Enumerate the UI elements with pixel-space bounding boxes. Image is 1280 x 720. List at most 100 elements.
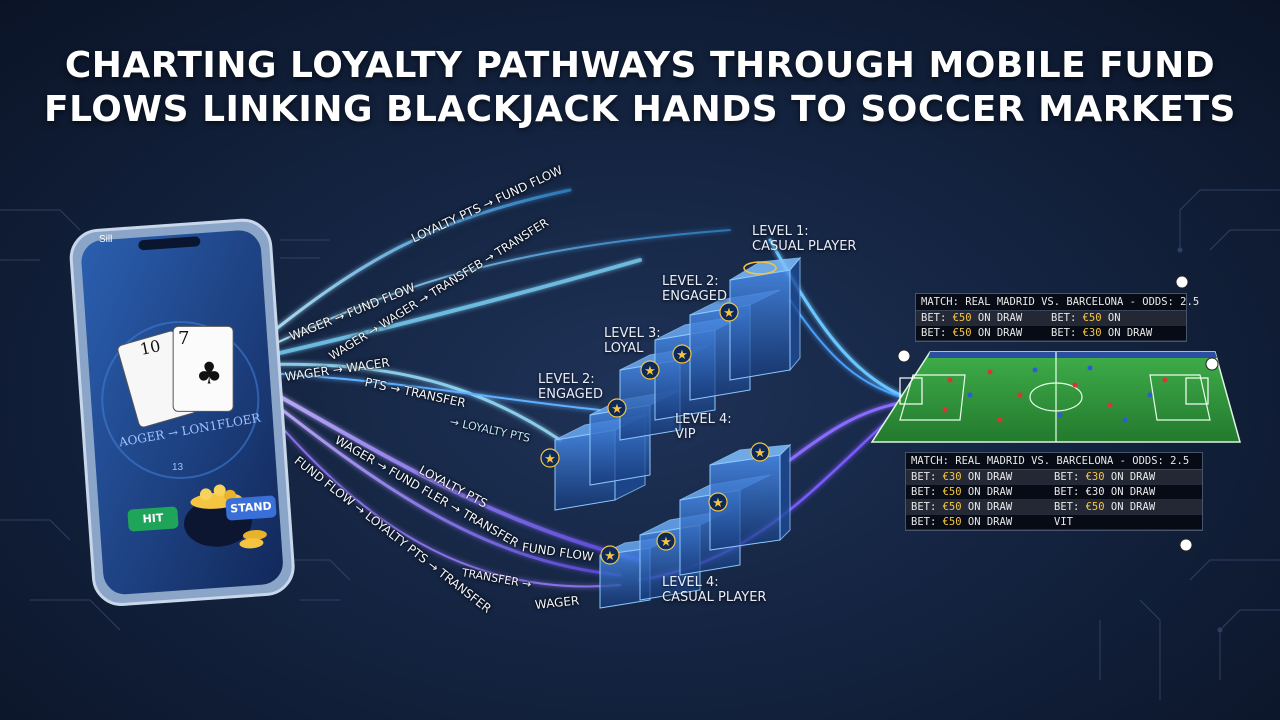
bet-amount: €50	[942, 516, 962, 528]
table-arc	[101, 320, 260, 479]
top-ring-icon	[743, 261, 777, 275]
bet-amount: €30	[942, 471, 962, 483]
odds-panel-header: MATCH: REAL MADRID VS. BARCELONA - ODDS:…	[906, 453, 1202, 470]
soccer-balls	[897, 275, 1219, 552]
level-name: LOYAL	[604, 341, 644, 356]
soccer-ball-icon	[1175, 275, 1189, 289]
goal-left	[899, 377, 923, 405]
level-label-upper2: LEVEL 2: ENGAGED	[662, 274, 727, 304]
svg-text:★: ★	[754, 446, 766, 461]
phone: ♣	[69, 218, 295, 606]
bet-outcome: ON DRAW	[961, 516, 1013, 528]
bet-prefix: BET:	[911, 501, 943, 513]
players	[942, 369, 1168, 423]
card-right-rank: 7	[178, 328, 190, 349]
svg-text:★: ★	[712, 496, 724, 511]
page-title: CHARTING LOYALTY PATHWAYS THROUGH MOBILE…	[0, 44, 1280, 132]
bet-row[interactable]: BET: €30 ON DRAW BET: €30 ON DRAW	[906, 470, 1202, 485]
flow-streams	[248, 188, 907, 588]
odds-panel-bottom: MATCH: REAL MADRID VS. BARCELONA - ODDS:…	[905, 452, 1203, 531]
bet-outcome: ON DRAW	[971, 327, 1023, 339]
bet-outcome: ON DRAW	[961, 471, 1013, 483]
star-badge-icon: ★	[600, 545, 620, 565]
level-number: LEVEL 4:	[675, 412, 732, 427]
level-number: LEVEL 2:	[662, 274, 719, 289]
playing-card-right: ♣	[172, 325, 234, 412]
bet-outcome: ON DRAW	[961, 486, 1013, 498]
level-label-top: LEVEL 1: CASUAL PLAYER	[752, 224, 856, 254]
bet-prefix: BET:	[1051, 327, 1083, 339]
players-away	[967, 365, 1153, 423]
club-suit-icon: ♣	[196, 356, 223, 391]
bet-outcome: €30 ON DRAW	[1085, 486, 1156, 498]
bet-outcome: ON DRAW	[1104, 501, 1156, 513]
svg-text:★: ★	[676, 348, 688, 363]
bet-prefix: BET:	[911, 471, 943, 483]
bet-row[interactable]: BET: €50 ON DRAW BET: €50 ON DRAW	[906, 500, 1202, 515]
title-line-1: CHARTING LOYALTY PATHWAYS THROUGH MOBILE…	[64, 45, 1216, 86]
svg-text:★: ★	[611, 402, 623, 417]
soccer-ball-icon	[897, 349, 911, 363]
star-badge-icon: ★	[607, 398, 627, 418]
bet-amount: €30	[1082, 327, 1102, 339]
star-badge-icon: ★	[540, 448, 560, 468]
level-number: LEVEL 4:	[662, 575, 719, 590]
bet-amount: €50	[952, 327, 972, 339]
svg-text:★: ★	[660, 535, 672, 550]
goal-right	[1185, 377, 1209, 405]
svg-text:★: ★	[544, 452, 556, 467]
bet-amount: €50	[1085, 501, 1105, 513]
bet-outcome: ON DRAW	[961, 501, 1013, 513]
bet-prefix: BET:	[911, 486, 943, 498]
bet-row[interactable]: BET: €50 ON DRAW BET: €30 ON DRAW	[916, 326, 1186, 341]
bet-amount: €50	[942, 486, 962, 498]
bet-prefix: BET:	[1054, 471, 1086, 483]
soccer-pitch	[870, 351, 1241, 443]
phone-sub-text: 13	[172, 462, 184, 473]
star-badge-icon: ★	[719, 302, 739, 322]
bet-prefix: BET:	[1054, 486, 1086, 498]
soccer-ball-icon	[1205, 357, 1219, 371]
star-badge-icon: ★	[708, 492, 728, 512]
stand-button[interactable]: STAND	[225, 495, 277, 521]
bet-outcome: ON DRAW	[971, 312, 1023, 324]
bet-prefix: BET:	[921, 312, 953, 324]
bet-amount: €30	[1085, 471, 1105, 483]
bet-row[interactable]: BET: €50 ON DRAW BET: €30 ON DRAW	[906, 485, 1202, 500]
level-number: LEVEL 2:	[538, 372, 595, 387]
bet-prefix: BET:	[1054, 501, 1086, 513]
bet-row[interactable]: BET: €50 ON DRAW VIT	[906, 515, 1202, 530]
phone-notch	[138, 236, 201, 251]
level-name: CASUAL PLAYER	[662, 590, 767, 605]
bet-prefix: BET:	[1051, 312, 1083, 324]
svg-text:★: ★	[723, 306, 735, 321]
level-name: CASUAL PLAYER	[752, 239, 857, 254]
step-upper-top	[729, 256, 802, 381]
bet-amount: €50	[942, 501, 962, 513]
svg-text:★: ★	[644, 364, 656, 379]
svg-text:★: ★	[604, 549, 616, 564]
bet-outcome: VIT	[1054, 516, 1073, 528]
upper-staircase	[554, 256, 802, 511]
soccer-ball-icon	[1179, 538, 1193, 552]
lower-staircase	[599, 443, 792, 609]
odds-panel-header: MATCH: REAL MADRID VS. BARCELONA - ODDS:…	[916, 294, 1199, 311]
bet-amount: €50	[952, 312, 972, 324]
level-label-upper3: LEVEL 3: LOYAL	[604, 326, 661, 356]
circuit-lines-left	[0, 209, 351, 631]
level-name: ENGAGED	[538, 387, 603, 402]
bet-amount: €50	[1082, 312, 1102, 324]
bet-outcome: ON	[1101, 312, 1121, 324]
level-number: LEVEL 1:	[752, 224, 809, 239]
bet-row[interactable]: BET: €50 ON DRAW BET: €50 ON	[916, 311, 1186, 326]
level-number: LEVEL 3:	[604, 326, 661, 341]
level-label-bottom4: LEVEL 4: CASUAL PLAYER	[662, 575, 766, 605]
level-name: ENGAGED	[662, 289, 727, 304]
bet-prefix: BET:	[921, 327, 953, 339]
bet-prefix: BET:	[911, 516, 943, 528]
level-label-lower2: LEVEL 2: ENGAGED	[538, 372, 603, 402]
level-label-lower4: LEVEL 4: VIP	[675, 412, 732, 442]
title-line-2: FLOWS LINKING BLACKJACK HANDS TO SOCCER …	[44, 89, 1236, 130]
hit-button[interactable]: HIT	[127, 506, 179, 532]
phone-status-text: Sill	[99, 234, 113, 245]
